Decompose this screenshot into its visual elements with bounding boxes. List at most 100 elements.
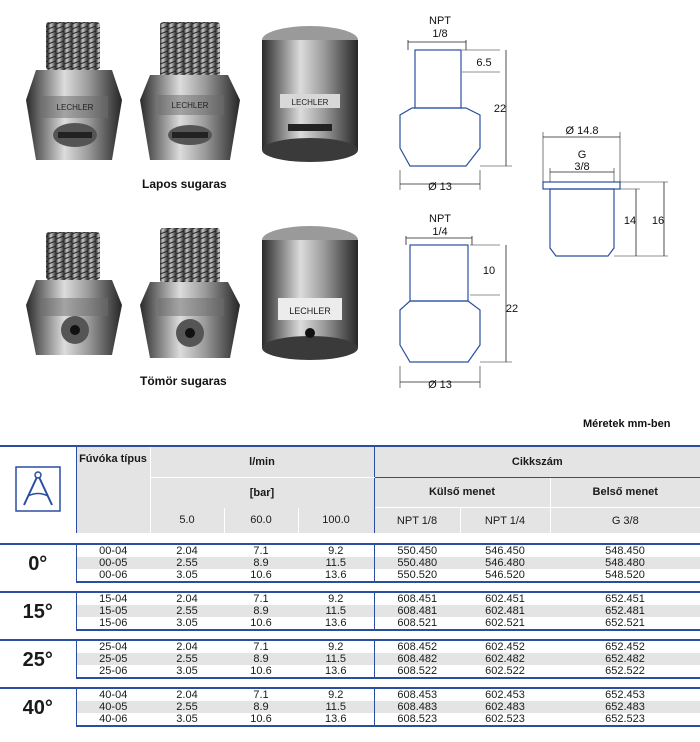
- spray-angle: 25°: [0, 639, 77, 678]
- nozzle-marking: LECHLER: [292, 98, 329, 107]
- cell-flow-60: 10.6: [224, 713, 298, 727]
- cell-flow-100: 13.6: [298, 665, 375, 679]
- spec-table: Fúvóka típus l/min Cikkszám [bar] Külső …: [0, 444, 700, 727]
- cell-flow-100: 9.2: [298, 591, 375, 605]
- cell-flow-60: 7.1: [224, 639, 298, 653]
- cell-part-npt-1-4: 602.523: [460, 713, 550, 727]
- cell-flow-60: 10.6: [224, 569, 298, 583]
- cell-flow-5: 2.04: [150, 639, 224, 653]
- cell-flow-100: 9.2: [298, 639, 375, 653]
- cell-flow-5: 2.55: [150, 653, 224, 665]
- dim-small-height: 6.5: [476, 57, 491, 69]
- dim-thread-size: 1/8: [432, 28, 447, 40]
- cell-part-g-3-8: 652.523: [550, 713, 700, 727]
- cell-flow-60: 7.1: [224, 687, 298, 701]
- cell-nozzle-type: 25-04: [76, 639, 150, 653]
- caption-solid-stream: Tömör sugaras: [140, 374, 227, 388]
- nozzle-marking: LECHLER: [57, 103, 94, 112]
- cell-flow-100: 9.2: [298, 687, 375, 701]
- header-pressure-0: 5.0: [150, 507, 225, 533]
- cell-flow-60: 10.6: [224, 617, 298, 631]
- header-external-thread: Külső menet: [374, 477, 551, 509]
- cell-flow-100: 13.6: [298, 713, 375, 727]
- cell-flow-5: 2.04: [150, 591, 224, 605]
- compass-icon: [15, 465, 61, 512]
- header-icon-cell: [0, 445, 77, 533]
- cell-part-g-3-8: 652.453: [550, 687, 700, 701]
- cell-flow-5: 2.04: [150, 543, 224, 557]
- cell-part-npt-1-4: 602.483: [460, 701, 550, 713]
- cell-flow-60: 8.9: [224, 701, 298, 713]
- cell-part-npt-1-8: 550.520: [374, 569, 460, 583]
- dim-thread-label: G: [578, 149, 587, 161]
- cell-nozzle-type: 40-04: [76, 687, 150, 701]
- dimension-drawing-g-3-8: [542, 132, 668, 257]
- cell-part-g-3-8: 652.451: [550, 591, 700, 605]
- header-flow: l/min: [150, 444, 375, 478]
- spray-angle: 15°: [0, 591, 77, 630]
- cell-part-g-3-8: 652.521: [550, 617, 700, 631]
- cell-part-npt-1-8: 608.483: [374, 701, 460, 713]
- cell-part-npt-1-4: 602.522: [460, 665, 550, 679]
- cell-nozzle-type: 40-05: [76, 701, 150, 713]
- cell-flow-60: 8.9: [224, 557, 298, 569]
- nozzle-marking: LECHLER: [289, 306, 331, 316]
- cell-part-npt-1-4: 546.480: [460, 557, 550, 569]
- cell-part-npt-1-4: 602.451: [460, 591, 550, 605]
- cell-part-npt-1-8: 608.452: [374, 639, 460, 653]
- cell-part-g-3-8: 652.452: [550, 639, 700, 653]
- cell-nozzle-type: 00-04: [76, 543, 150, 557]
- cell-part-npt-1-4: 602.481: [460, 605, 550, 617]
- cell-part-npt-1-4: 602.521: [460, 617, 550, 631]
- spray-angle: 40°: [0, 687, 77, 726]
- nozzle-photo-solid-3: LECHLER: [262, 226, 358, 360]
- cell-part-g-3-8: 548.480: [550, 557, 700, 569]
- group-spacer: [0, 630, 700, 640]
- dim-diameter: Ø 13: [428, 181, 452, 193]
- dim-total-height: 22: [494, 103, 506, 115]
- cell-part-g-3-8: 652.482: [550, 653, 700, 665]
- header-thread-0: NPT 1/8: [374, 507, 461, 533]
- cell-nozzle-type: 15-04: [76, 591, 150, 605]
- cell-part-npt-1-8: 608.482: [374, 653, 460, 665]
- cell-flow-100: 11.5: [298, 653, 375, 665]
- cell-flow-5: 3.05: [150, 665, 224, 679]
- cell-part-npt-1-8: 550.480: [374, 557, 460, 569]
- cell-nozzle-type: 25-06: [76, 665, 150, 679]
- cell-nozzle-type: 00-05: [76, 557, 150, 569]
- cell-flow-60: 7.1: [224, 591, 298, 605]
- cell-flow-100: 11.5: [298, 701, 375, 713]
- cell-part-npt-1-8: 608.481: [374, 605, 460, 617]
- product-figure-area: LECHLER LECHLER LECHLER: [26, 15, 671, 430]
- spray-angle: 0°: [0, 543, 77, 582]
- dim-total-height: 22: [506, 303, 518, 315]
- dim-diameter: Ø 13: [428, 379, 452, 391]
- cell-flow-100: 11.5: [298, 605, 375, 617]
- cell-part-npt-1-4: 602.482: [460, 653, 550, 665]
- nozzle-photo-flat-3: LECHLER: [262, 26, 358, 162]
- cell-part-g-3-8: 548.450: [550, 543, 700, 557]
- cell-part-npt-1-4: 602.452: [460, 639, 550, 653]
- cell-part-npt-1-8: 608.453: [374, 687, 460, 701]
- dim-small-height: 14: [624, 215, 636, 227]
- header-pressure-2: 100.0: [298, 507, 375, 533]
- nozzle-photo-solid-1: [26, 232, 122, 355]
- cell-part-npt-1-4: 602.453: [460, 687, 550, 701]
- cell-flow-5: 2.04: [150, 687, 224, 701]
- nozzle-photo-flat-2: LECHLER: [140, 22, 240, 160]
- cell-flow-100: 11.5: [298, 557, 375, 569]
- header-nozzle-type: Fúvóka típus: [76, 445, 151, 533]
- dim-thread-label: NPT: [429, 213, 451, 225]
- caption-flat-spray: Lapos sugaras: [142, 177, 227, 191]
- product-photos: LECHLER LECHLER LECHLER: [26, 15, 668, 391]
- cell-nozzle-type: 25-05: [76, 653, 150, 665]
- cell-flow-100: 13.6: [298, 569, 375, 583]
- cell-flow-5: 2.55: [150, 605, 224, 617]
